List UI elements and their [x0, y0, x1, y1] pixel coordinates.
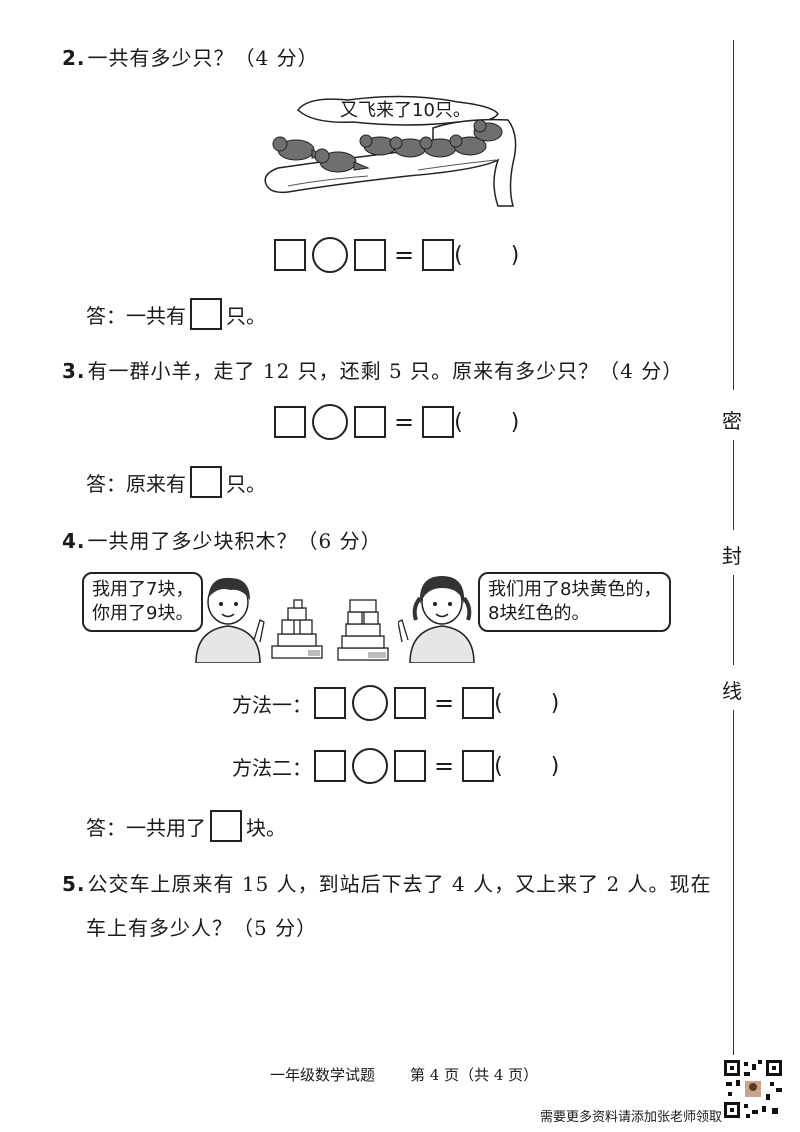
q4m1-equals-sign: =	[434, 689, 455, 717]
question-3-text: 有一群小羊，走了 12 只，还剩 5 只。原来有多少只？（4 分）	[87, 359, 684, 383]
q4m1-operator-circle[interactable]	[352, 685, 388, 721]
question-2-text: 一共有多少只？（4 分）	[87, 46, 319, 70]
q4m2-equals-sign: =	[434, 752, 455, 780]
q2-result-box[interactable]	[422, 239, 455, 271]
boy-speech-line-2: 你用了9块。	[92, 603, 194, 624]
q4m2-operand2-box[interactable]	[394, 750, 426, 782]
boy-speech-bubble: 我用了7块， 你用了9块。	[82, 572, 204, 632]
q4m2-unit-paren-open: (	[494, 753, 503, 779]
q3-unit-paren-close: )	[510, 409, 520, 435]
question-5-line-2: 车上有多少人？（5 分）	[86, 916, 318, 940]
q2-operand2-box[interactable]	[354, 239, 386, 271]
question-4-number: 4.	[62, 529, 86, 553]
q3-operator-circle[interactable]	[312, 404, 348, 440]
question-4-text: 一共用了多少块积木？（6 分）	[87, 529, 382, 553]
q4-answer-suffix: 块。	[246, 815, 286, 840]
seal-line-mid1	[733, 440, 734, 530]
question-3-title: 3.有一群小羊，走了 12 只，还剩 5 只。原来有多少只？（4 分）	[62, 355, 683, 384]
q3-answer-box[interactable]	[190, 466, 222, 498]
seal-char-mi: 密	[722, 409, 742, 433]
q4m1-operand2-box[interactable]	[394, 687, 426, 719]
q3-result-box[interactable]	[422, 406, 455, 438]
q4m2-operator-circle[interactable]	[352, 748, 388, 784]
footer-exam-title: 一年级数学试题	[270, 1066, 376, 1084]
q4m2-operand1-box[interactable]	[314, 750, 346, 782]
q4-method1-label: 方法一：	[232, 692, 312, 717]
q4m1-unit-paren-open: (	[494, 690, 503, 716]
q3-operand1-box[interactable]	[274, 406, 306, 438]
q4m1-unit-paren-close: )	[550, 690, 560, 716]
q2-equation: = ( )	[274, 235, 519, 275]
girl-speech-line-2: 8块红色的。	[488, 603, 590, 624]
seal-line-mid2	[733, 575, 734, 665]
q2-equals-sign: =	[394, 241, 415, 269]
q4-answer: 答：一共用了 块。	[86, 810, 286, 842]
question-5-title: 5.公交车上原来有 15 人，到站后下去了 4 人，又上来了 2 人。现在	[62, 868, 712, 897]
q2-unit-paren-close: )	[510, 242, 520, 268]
girl-illustration	[398, 576, 475, 663]
q4m2-unit-paren-close: )	[550, 753, 560, 779]
boy-speech-line-1: 我用了7块，	[92, 579, 194, 600]
footer-promo-text: 需要更多资料请添加张老师领取	[540, 1110, 723, 1125]
question-2-title: 2.一共有多少只？（4 分）	[62, 42, 319, 71]
q2-answer-prefix: 答：一共有	[86, 303, 186, 328]
q2-answer-suffix: 只。	[226, 303, 266, 328]
q2-speech-text: 又飞来了10只。	[340, 100, 471, 121]
footer-page-number: 第 4 页（共 4 页）	[410, 1066, 539, 1084]
q3-answer-prefix: 答：原来有	[86, 471, 186, 496]
seal-line-top	[733, 40, 734, 390]
question-4-title: 4.一共用了多少块积木？（6 分）	[62, 525, 382, 554]
q4-answer-box[interactable]	[210, 810, 242, 842]
q2-operand1-box[interactable]	[274, 239, 306, 271]
q3-answer-suffix: 只。	[226, 471, 266, 496]
question-5-line-1: 公交车上原来有 15 人，到站后下去了 4 人，又上来了 2 人。现在	[87, 872, 712, 896]
q3-equation: = ( )	[274, 402, 519, 442]
qr-code-icon	[722, 1058, 784, 1120]
question-3-number: 3.	[62, 359, 86, 383]
q3-unit-paren-open: (	[454, 409, 463, 435]
boy-illustration	[195, 577, 265, 663]
q2-answer: 答：一共有 只。	[86, 298, 266, 330]
q4-answer-prefix: 答：一共用了	[86, 815, 206, 840]
seal-char-feng: 封	[722, 544, 742, 568]
seal-line-bottom	[733, 710, 734, 1055]
q4-method2-label: 方法二：	[232, 755, 312, 780]
q3-equals-sign: =	[394, 408, 415, 436]
q3-answer: 答：原来有 只。	[86, 466, 266, 498]
q4m1-operand1-box[interactable]	[314, 687, 346, 719]
blocks-illustration	[271, 599, 389, 661]
q3-operand2-box[interactable]	[354, 406, 386, 438]
question-5-number: 5.	[62, 872, 86, 896]
q4m1-result-box[interactable]	[462, 687, 495, 719]
q2-operator-circle[interactable]	[312, 237, 348, 273]
q4-method1-equation: 方法一： = ( )	[232, 683, 559, 723]
q2-unit-paren-open: (	[454, 242, 463, 268]
question-2-number: 2.	[62, 46, 86, 70]
girl-speech-bubble: 我们用了8块黄色的， 8块红色的。	[478, 572, 672, 632]
birds-branch-illustration	[264, 95, 517, 207]
q4-method2-equation: 方法二： = ( )	[232, 746, 559, 786]
q2-answer-box[interactable]	[190, 298, 222, 330]
q4m2-result-box[interactable]	[462, 750, 495, 782]
girl-speech-line-1: 我们用了8块黄色的，	[488, 579, 662, 600]
seal-char-xian: 线	[722, 679, 742, 703]
